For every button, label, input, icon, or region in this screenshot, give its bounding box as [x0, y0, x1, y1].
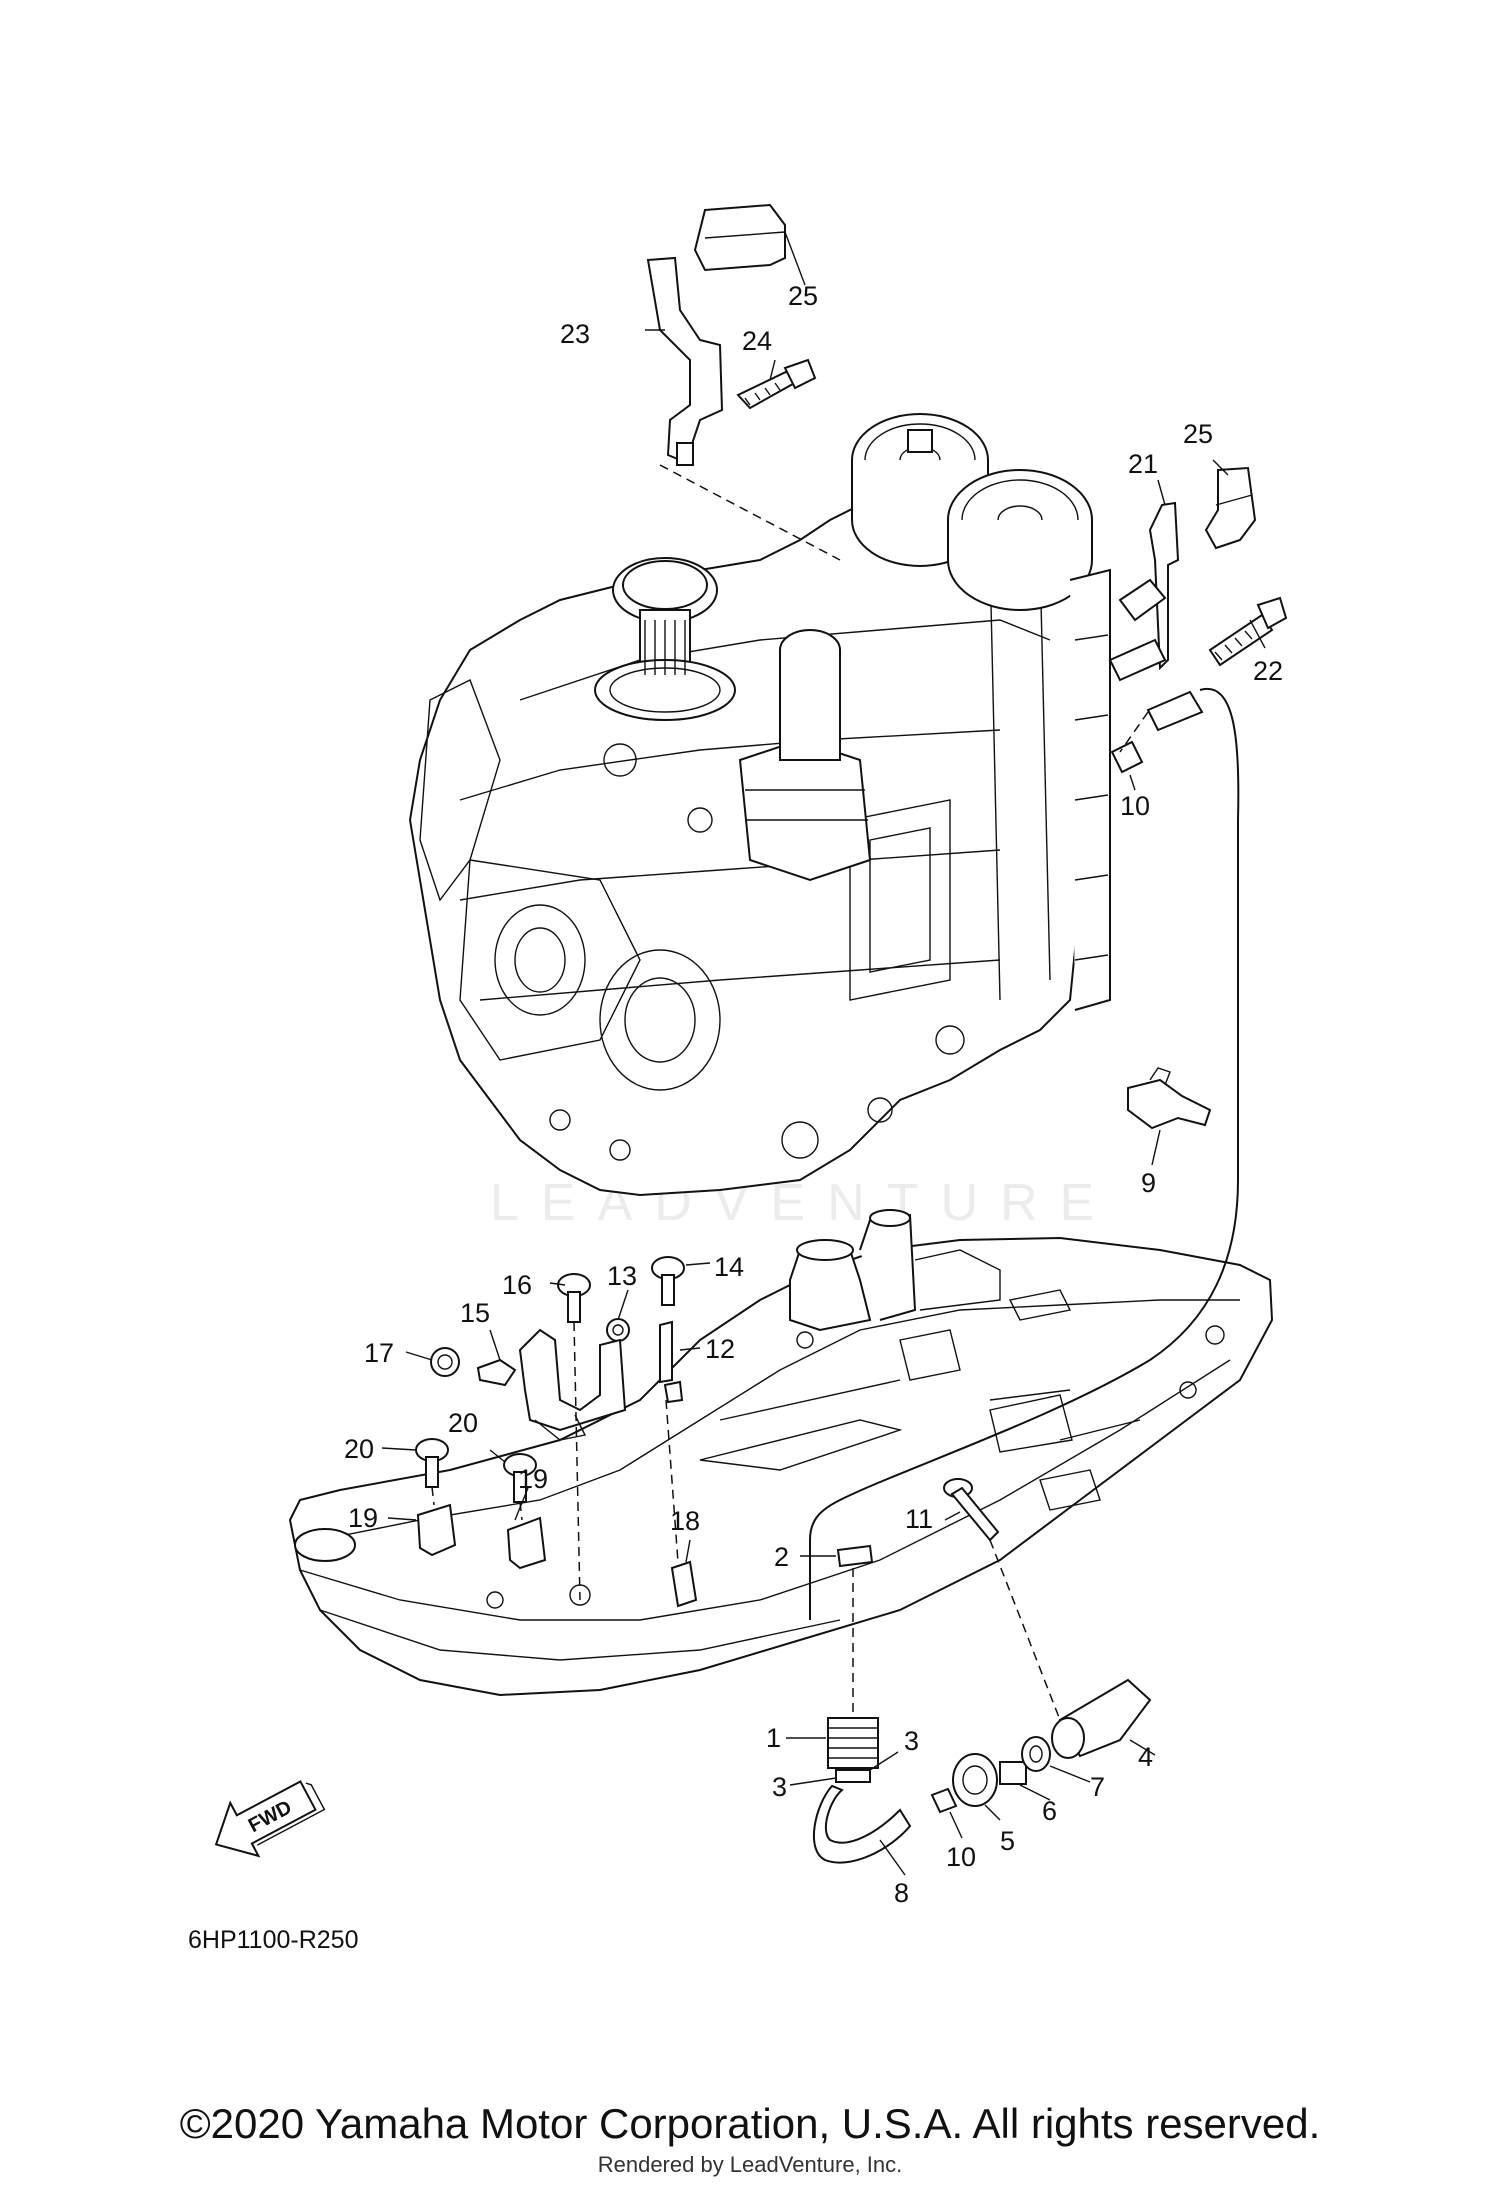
- callout-22: 22: [1253, 656, 1283, 686]
- bolt-22: [1208, 613, 1274, 667]
- bracket-23: [646, 256, 724, 462]
- bolt-16: [557, 1273, 591, 1323]
- clip-18: [670, 1560, 698, 1608]
- bracket-21: [1148, 501, 1180, 671]
- engine-block: [408, 413, 1111, 1197]
- bolt-14: [651, 1256, 685, 1306]
- clamp-9: [1127, 1067, 1212, 1130]
- callout-10-upper: 10: [1120, 791, 1150, 821]
- callout-19-left: 19: [348, 1503, 378, 1533]
- bolt-11: [943, 1478, 1000, 1542]
- callout-3-upper: 3: [904, 1726, 919, 1756]
- callout-13: 13: [607, 1261, 637, 1291]
- clip-19-right: [506, 1516, 547, 1570]
- callout-16: 16: [502, 1270, 532, 1300]
- callout-12: 12: [705, 1334, 735, 1364]
- callout-23: 23: [560, 319, 590, 349]
- callouts: 25 23 24 25 21 22 10 9 16 13 14 15 17 12…: [344, 281, 1283, 1908]
- clip-19-left: [416, 1503, 457, 1557]
- diagram-code: 6HP1100-R250: [188, 1926, 358, 1954]
- callout-25-top: 25: [788, 281, 818, 311]
- fitting-6: [999, 1761, 1027, 1785]
- cap-4: [1051, 1678, 1152, 1759]
- bottom-cowling: [288, 1209, 1274, 1697]
- hose-line: [809, 687, 1240, 1620]
- callout-15: 15: [460, 1298, 490, 1328]
- callout-19-right: 19: [518, 1464, 548, 1494]
- grommet-13: [606, 1318, 630, 1342]
- washer-7: [1021, 1736, 1051, 1772]
- copyright-notice: ©2020 Yamaha Motor Corporation, U.S.A. A…: [179, 2100, 1321, 2147]
- bracket-assembly-top: [646, 203, 817, 466]
- nut-10-lower: [930, 1787, 958, 1814]
- nut-5: [952, 1753, 998, 1807]
- callout-17: 17: [364, 1338, 394, 1368]
- cam-sprocket-2: [947, 469, 1093, 611]
- callout-1: 1: [766, 1723, 781, 1753]
- callout-8: 8: [894, 1878, 909, 1908]
- crank-pulley: [594, 557, 736, 721]
- grommet-1: [827, 1717, 879, 1769]
- nut-2: [836, 1544, 874, 1568]
- bracket-15: [476, 1328, 627, 1441]
- leader-lines: [381, 231, 1266, 1876]
- callout-14: 14: [714, 1252, 744, 1282]
- callout-7: 7: [1090, 1772, 1105, 1802]
- callout-5: 5: [1000, 1826, 1015, 1856]
- fwd-arrow: FWD: [214, 1780, 326, 1858]
- callout-2: 2: [774, 1542, 789, 1572]
- callout-3-lower: 3: [772, 1772, 787, 1802]
- clip-10-upper: [1110, 740, 1144, 774]
- clip-12: [659, 1320, 684, 1404]
- fwd-arrow-icon: [214, 1780, 317, 1858]
- callout-20-left: 20: [344, 1434, 374, 1464]
- rendered-by-notice: Rendered by LeadVenture, Inc.: [597, 2152, 903, 2177]
- callout-10-lower: 10: [946, 1842, 976, 1872]
- callout-18: 18: [670, 1506, 700, 1536]
- callout-4: 4: [1138, 1742, 1153, 1772]
- callout-20-right: 20: [448, 1408, 478, 1438]
- callout-21: 21: [1128, 449, 1158, 479]
- clamp-3: [835, 1769, 871, 1783]
- hose-end: [1146, 690, 1204, 732]
- clip-25-right: [1204, 466, 1257, 550]
- clip-25-top: [693, 203, 786, 272]
- callout-25-right: 25: [1183, 419, 1213, 449]
- bracket-assembly-right: [1108, 466, 1288, 732]
- callout-9: 9: [1141, 1168, 1156, 1198]
- grommet-17: [430, 1347, 460, 1377]
- callout-6: 6: [1042, 1796, 1057, 1826]
- hose-8: [812, 1784, 912, 1864]
- callout-11: 11: [905, 1504, 933, 1534]
- callout-24: 24: [742, 326, 772, 356]
